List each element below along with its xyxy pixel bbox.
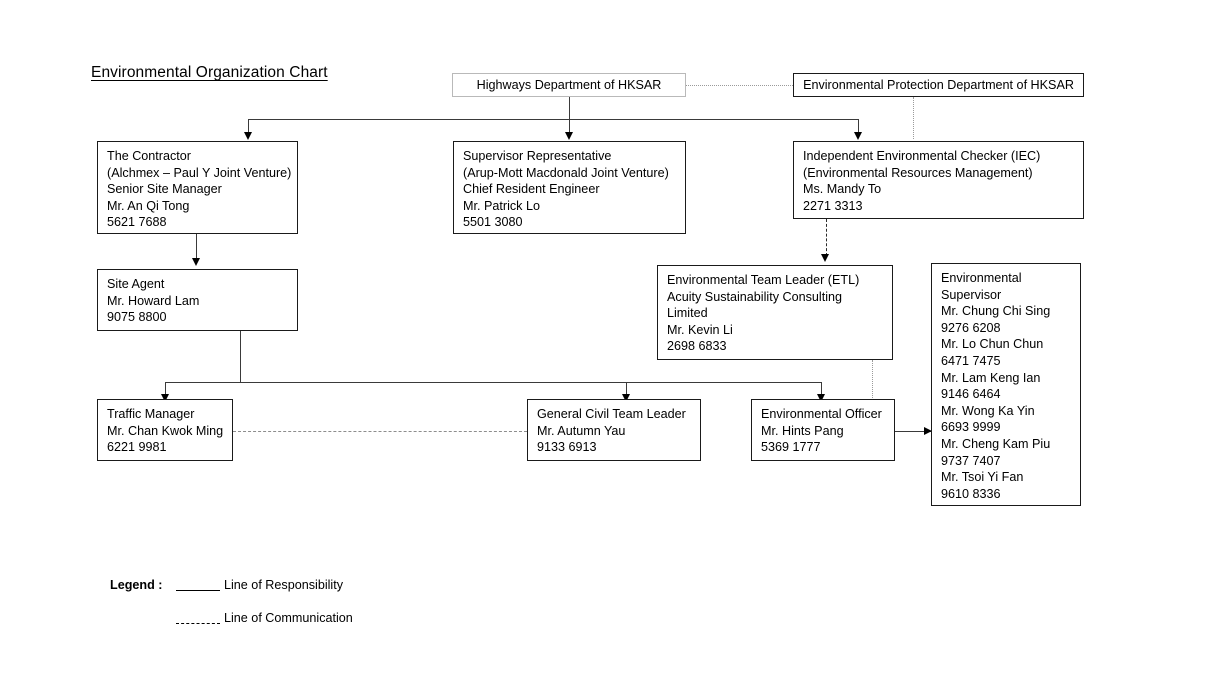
- etl-role: Environmental Team Leader (ETL): [667, 273, 860, 287]
- env-officer-role: Environmental Officer: [761, 407, 882, 421]
- the-contractor-box[interactable]: The Contractor (Alchmex – Paul Y Joint V…: [97, 141, 298, 234]
- general-civil-team-leader-box[interactable]: General Civil Team Leader Mr. Autumn Yau…: [527, 399, 701, 461]
- supervisor-rep-company: (Arup-Mott Macdonald Joint Venture): [463, 165, 669, 180]
- contractor-position: Senior Site Manager: [107, 182, 222, 197]
- supervisor-rep-role: Supervisor Representative: [463, 149, 612, 163]
- civil-team-leader-phone: 9133 6913: [537, 440, 597, 455]
- supervisor-rep-position: Chief Resident Engineer: [463, 182, 600, 197]
- env-supervisor-phone-3: 9146 6464: [941, 387, 1001, 402]
- site-agent-role: Site Agent: [107, 277, 165, 291]
- independent-environmental-checker-box[interactable]: Independent Environmental Checker (IEC) …: [793, 141, 1084, 219]
- traffic-manager-person: Mr. Chan Kwok Ming: [107, 423, 224, 438]
- iec-phone: 2271 3313: [803, 198, 863, 213]
- connector-bus-to-env-officer: [821, 382, 822, 398]
- connector-bus-to-supervisor-rep: [569, 119, 570, 136]
- etl-company-line1: Acuity Sustainability Consulting: [667, 289, 843, 304]
- iec-person: Ms. Mandy To: [803, 182, 882, 197]
- env-supervisor-phone-6: 9610 8336: [941, 486, 1001, 501]
- env-supervisor-person-2: Mr. Lo Chun Chun: [941, 337, 1044, 352]
- connector-site-agent-stem: [240, 331, 241, 382]
- supervisor-rep-phone: 5501 3080: [463, 215, 523, 230]
- civil-team-leader-role: General Civil Team Leader: [537, 407, 686, 421]
- supervisor-rep-person: Mr. Patrick Lo: [463, 198, 540, 213]
- connector-top-bus: [248, 119, 859, 120]
- civil-team-leader-person: Mr. Autumn Yau: [537, 423, 626, 438]
- arrowhead-to-supervisor-rep: [565, 132, 573, 140]
- traffic-manager-box[interactable]: Traffic Manager Mr. Chan Kwok Ming 6221 …: [97, 399, 233, 461]
- connector-highways-stem: [569, 97, 570, 119]
- arrowhead-to-contractor: [244, 132, 252, 140]
- traffic-manager-role: Traffic Manager: [107, 407, 195, 421]
- arrowhead-to-iec: [854, 132, 862, 140]
- env-supervisor-phone-2: 6471 7475: [941, 353, 1001, 368]
- iec-company: (Environmental Resources Management): [803, 165, 1033, 180]
- arrowhead-to-env-officer: [817, 394, 825, 402]
- environmental-officer-box[interactable]: Environmental Officer Mr. Hints Pang 536…: [751, 399, 895, 461]
- arrowhead-to-site-agent: [192, 258, 200, 266]
- connector-etl-to-env-officer: [872, 360, 873, 402]
- iec-role: Independent Environmental Checker (IEC): [803, 149, 1041, 163]
- etl-phone: 2698 6833: [667, 339, 727, 354]
- env-supervisor-role-line2: Supervisor: [941, 287, 1002, 302]
- env-supervisor-phone-5: 9737 7407: [941, 453, 1001, 468]
- env-officer-phone: 5369 1777: [761, 440, 821, 455]
- env-supervisor-person-1: Mr. Chung Chi Sing: [941, 304, 1051, 319]
- connector-bottom-bus: [165, 382, 821, 383]
- connector-contractor-to-site-agent: [196, 234, 197, 260]
- connector-epd-stem: [913, 97, 914, 139]
- contractor-person: Mr. An Qi Tong: [107, 198, 190, 213]
- arrowhead-to-etl: [821, 254, 829, 262]
- supervisor-representative-box[interactable]: Supervisor Representative (Arup-Mott Mac…: [453, 141, 686, 234]
- contractor-phone: 5621 7688: [107, 215, 167, 230]
- legend-label: Legend :: [110, 578, 163, 592]
- traffic-manager-phone: 6221 9981: [107, 440, 167, 455]
- env-officer-person: Mr. Hints Pang: [761, 423, 844, 438]
- environmental-protection-department-label: Environmental Protection Department of H…: [803, 77, 1074, 92]
- site-agent-person: Mr. Howard Lam: [107, 293, 200, 308]
- connector-env-officer-to-supervisor: [895, 431, 931, 432]
- env-supervisor-phone-1: 9276 6208: [941, 320, 1001, 335]
- contractor-role: The Contractor: [107, 149, 191, 163]
- connector-bus-to-iec: [858, 119, 859, 136]
- etl-company-line2: Limited: [667, 306, 708, 321]
- env-supervisor-person-3: Mr. Lam Keng Ian: [941, 370, 1041, 385]
- legend-dashed-line-sample: [176, 623, 220, 624]
- highways-department-box[interactable]: Highways Department of HKSAR: [452, 73, 686, 97]
- environmental-supervisor-box[interactable]: Environmental Supervisor Mr. Chung Chi S…: [931, 263, 1081, 506]
- legend-responsibility-text: Line of Responsibility: [224, 578, 344, 592]
- legend-solid-line-sample: [176, 590, 220, 591]
- connector-bus-to-contractor: [248, 119, 249, 136]
- env-supervisor-phone-4: 6693 9999: [941, 420, 1001, 435]
- etl-person: Mr. Kevin Li: [667, 322, 733, 337]
- page-title: Environmental Organization Chart: [91, 64, 328, 81]
- arrowhead-to-traffic-manager: [161, 394, 169, 402]
- highways-department-label: Highways Department of HKSAR: [476, 77, 662, 92]
- environmental-protection-department-box[interactable]: Environmental Protection Department of H…: [793, 73, 1084, 97]
- environmental-team-leader-box[interactable]: Environmental Team Leader (ETL) Acuity S…: [657, 265, 893, 360]
- connector-iec-to-etl: [826, 219, 827, 256]
- env-supervisor-role-line1: Environmental: [941, 271, 1022, 285]
- site-agent-box[interactable]: Site Agent Mr. Howard Lam 9075 8800: [97, 269, 298, 331]
- site-agent-phone: 9075 8800: [107, 310, 167, 325]
- arrowhead-to-civil-team-leader: [622, 394, 630, 402]
- env-supervisor-person-4: Mr. Wong Ka Yin: [941, 403, 1035, 418]
- connector-bus-to-civil-team-leader: [626, 382, 627, 398]
- legend-communication-text: Line of Communication: [224, 611, 353, 625]
- env-supervisor-person-5: Mr. Cheng Kam Piu: [941, 436, 1051, 451]
- connector-highways-to-epd: [686, 85, 793, 86]
- contractor-company: (Alchmex – Paul Y Joint Venture): [107, 165, 292, 180]
- connector-bus-to-traffic-manager: [165, 382, 166, 398]
- connector-traffic-to-civil-communication: [233, 431, 527, 432]
- arrowhead-to-env-supervisor: [924, 427, 932, 435]
- env-supervisor-person-6: Mr. Tsoi Yi Fan: [941, 470, 1024, 485]
